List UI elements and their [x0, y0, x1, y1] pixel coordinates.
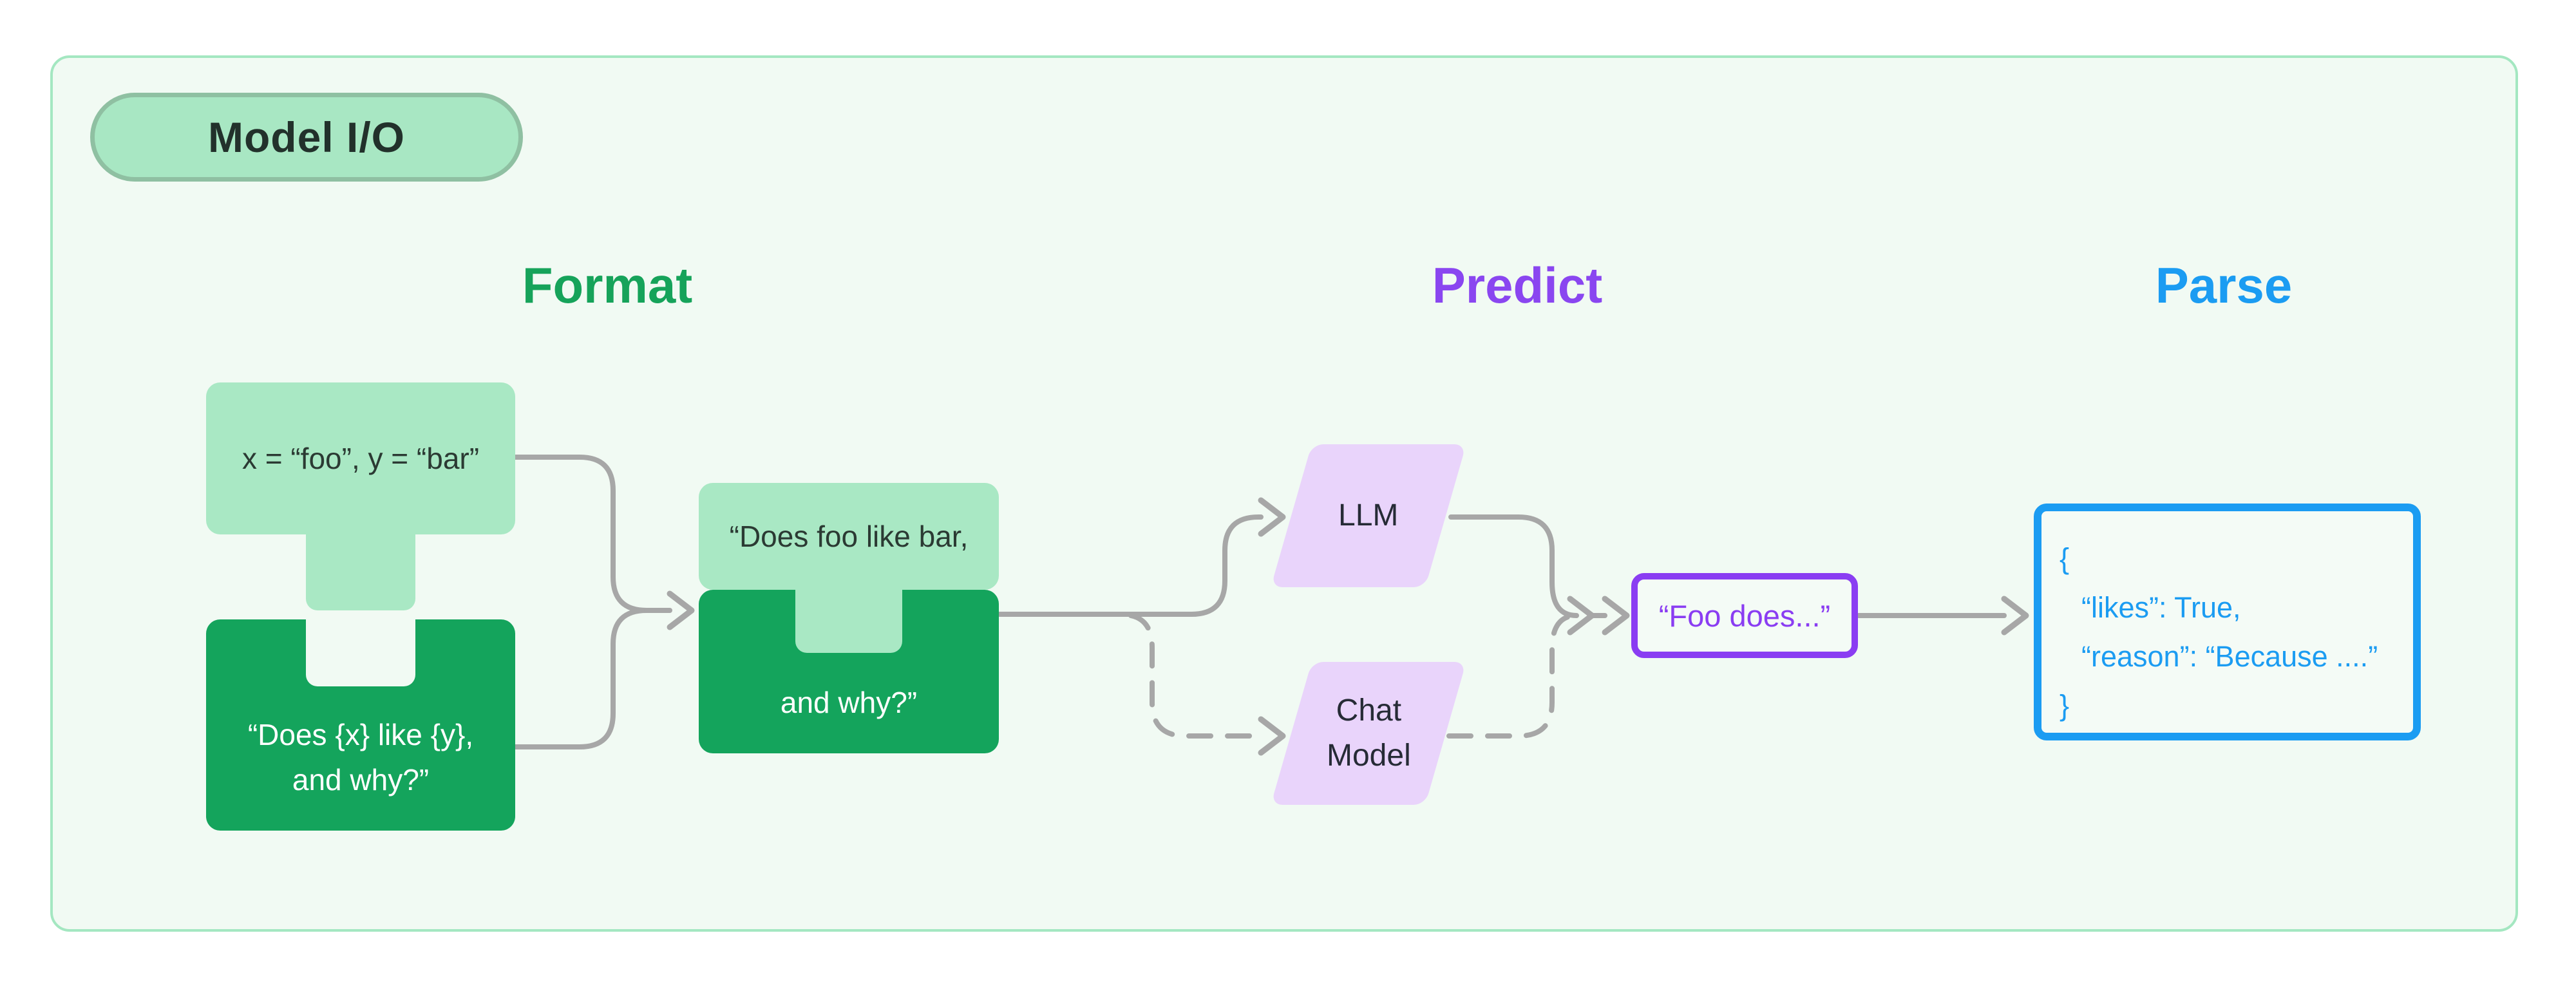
chat-model-label: Chat Model	[1327, 688, 1411, 778]
wire-prompt-to-llm	[997, 514, 1264, 617]
completion-box: “Foo does...”	[1631, 573, 1858, 658]
template-piece-label: “Does {x} like {y}, and why?”	[248, 712, 473, 802]
stage-header-parse: Parse	[2155, 257, 2293, 314]
model-io-badge-label: Model I/O	[208, 113, 405, 161]
model-io-badge: Model I/O	[90, 93, 523, 182]
parsed-output-box: { “likes”: True, “reason”: “Because ....…	[2034, 504, 2421, 740]
parsed-line-close-brace: }	[2060, 689, 2070, 722]
chat-model-line1: Chat	[1336, 693, 1401, 728]
prompt-piece-top: “Does foo like bar,	[699, 483, 999, 590]
stage-header-predict: Predict	[1432, 257, 1603, 314]
arrowhead-into-llm-icon	[1258, 497, 1286, 537]
arrowhead-into-parsed-icon	[2001, 596, 2029, 636]
template-piece-line1: “Does {x} like {y},	[247, 718, 474, 751]
parsed-line-open-brace: {	[2060, 542, 2070, 575]
prompt-piece-line2: and why?”	[780, 686, 918, 719]
arrowhead-into-completion-icon	[1602, 596, 1630, 636]
chat-model-line2: Model	[1326, 739, 1411, 773]
template-piece-line2: and why?”	[292, 763, 430, 796]
wire-inputs-to-prompt	[513, 455, 649, 613]
inputs-piece-label: x = “foo”, y = “bar”	[242, 442, 480, 475]
prompt-piece-tab	[795, 589, 902, 653]
wire-prompt-to-chat-model	[1128, 613, 1260, 739]
parsed-line-reason: “reason”: “Because ....”	[2081, 640, 2378, 673]
parsed-line-likes: “likes”: True,	[2081, 591, 2241, 624]
inputs-piece: x = “foo”, y = “bar”	[206, 382, 515, 534]
arrowhead-into-chat-model-icon	[1258, 716, 1286, 756]
wire-template-to-prompt	[513, 608, 649, 749]
template-piece-notch	[306, 619, 415, 686]
arrowhead-into-prompt-icon	[667, 590, 695, 630]
wire-llm-to-completion	[1448, 514, 1579, 618]
stage-header-format: Format	[522, 257, 693, 314]
llm-node-label: LLM	[1338, 498, 1399, 532]
inputs-piece-tab	[306, 533, 415, 610]
wire-chat-model-to-completion	[1446, 613, 1578, 739]
prompt-piece-line1: “Does foo like bar,	[729, 520, 969, 553]
completion-label: “Foo does...”	[1658, 598, 1831, 633]
